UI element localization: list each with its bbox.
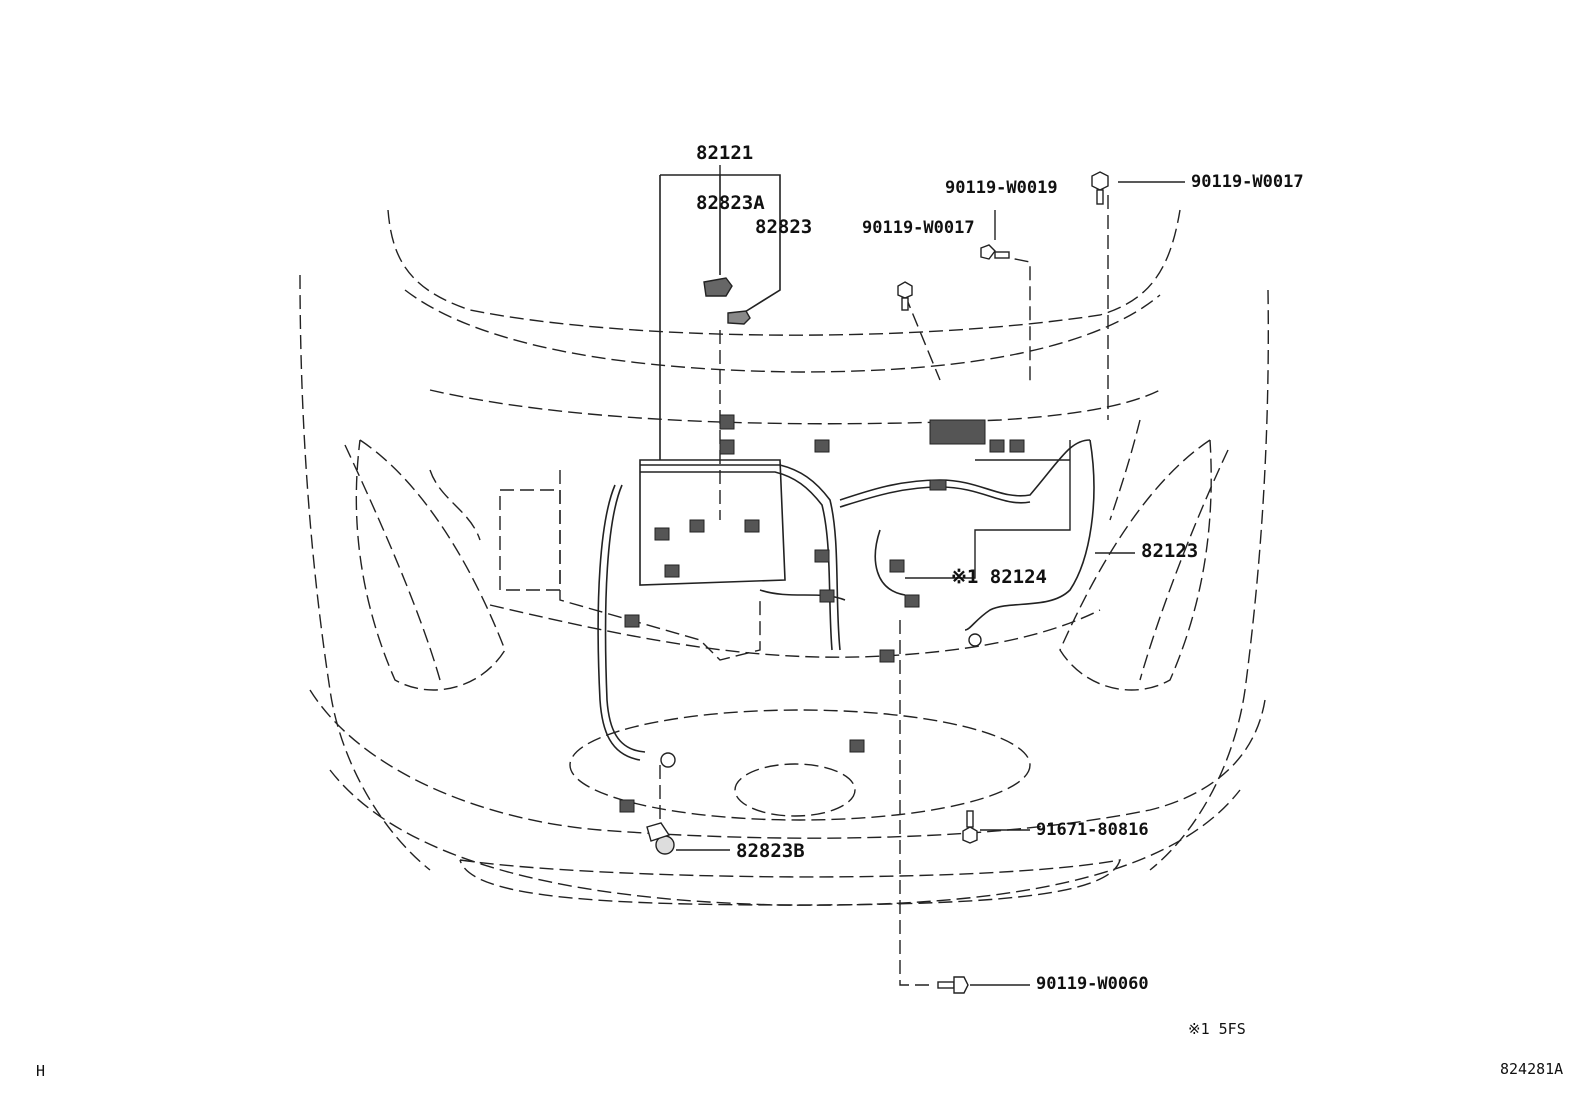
connector bbox=[719, 414, 735, 430]
harness-main-left-2 bbox=[604, 484, 646, 753]
harness-82124 bbox=[874, 529, 906, 596]
headlight-left bbox=[355, 439, 506, 691]
bolt-icon bbox=[962, 810, 978, 844]
connector bbox=[849, 739, 865, 753]
bumper-upper bbox=[309, 689, 1266, 839]
harness-front bbox=[759, 589, 846, 601]
hood-inner bbox=[404, 289, 1161, 373]
callout-82123[interactable]: 82123 bbox=[1141, 540, 1199, 562]
connector bbox=[904, 594, 920, 608]
relay-box-outline bbox=[639, 459, 786, 586]
fuse-block bbox=[929, 419, 986, 445]
connector bbox=[889, 559, 905, 573]
diagram-id: 824281A bbox=[1500, 1060, 1564, 1078]
corner-label: H bbox=[36, 1062, 46, 1080]
intake-oval bbox=[734, 763, 856, 817]
connector bbox=[1009, 439, 1025, 453]
fender-right-inner bbox=[1139, 449, 1229, 681]
strut-right bbox=[1109, 419, 1141, 521]
harness-top bbox=[640, 464, 841, 651]
headlight-right bbox=[1059, 439, 1212, 691]
callout-82823B[interactable]: 82823B bbox=[736, 840, 805, 862]
clip-82823A-icon bbox=[703, 277, 733, 297]
grille-lower bbox=[459, 859, 1121, 906]
clip-82823-icon bbox=[727, 310, 751, 325]
connector bbox=[814, 549, 830, 563]
fender-left-inner bbox=[344, 444, 441, 681]
connector bbox=[744, 519, 760, 533]
strut-left bbox=[429, 469, 481, 541]
callout-90119-W0019[interactable]: 90119-W0019 bbox=[945, 178, 1058, 198]
bolt-icon bbox=[980, 244, 1010, 260]
fog-area bbox=[569, 709, 1031, 821]
callout-90119-W0017-mid[interactable]: 90119-W0017 bbox=[862, 218, 975, 238]
callout-82823A[interactable]: 82823A bbox=[696, 192, 765, 214]
connector bbox=[624, 614, 640, 628]
bolt-icon bbox=[897, 281, 913, 311]
leader-90119-W0019 bbox=[994, 254, 1031, 385]
hood-outline bbox=[387, 209, 1181, 336]
clip-82823B-icon bbox=[646, 822, 675, 855]
leader-line bbox=[905, 440, 1071, 579]
harness-top-2 bbox=[640, 471, 833, 651]
connector bbox=[664, 564, 680, 578]
harness-main-left bbox=[597, 484, 641, 761]
callout-82121[interactable]: 82121 bbox=[696, 142, 754, 164]
bolt-icon bbox=[1091, 171, 1109, 205]
callout-90119-W0017-top[interactable]: 90119-W0017 bbox=[1191, 172, 1304, 192]
fender-right bbox=[1149, 289, 1270, 871]
footnote: ※1 5FS bbox=[1188, 1020, 1246, 1038]
leader-90119-W0060 bbox=[899, 620, 930, 986]
connector bbox=[929, 479, 947, 491]
connector bbox=[989, 439, 1005, 453]
connector bbox=[654, 527, 670, 541]
ground-ring bbox=[968, 633, 982, 647]
callout-91671-80816[interactable]: 91671-80816 bbox=[1036, 820, 1149, 840]
connector bbox=[689, 519, 705, 533]
callout-82823[interactable]: 82823 bbox=[755, 216, 813, 238]
harness-82123 bbox=[964, 439, 1095, 631]
connector bbox=[879, 649, 895, 663]
fender-left bbox=[299, 274, 431, 871]
leader-90119-W0017-mid bbox=[904, 294, 941, 381]
connector bbox=[814, 439, 830, 453]
engine-block bbox=[559, 470, 761, 661]
cowl bbox=[429, 389, 1161, 425]
connector bbox=[819, 589, 835, 603]
bolt-icon bbox=[937, 976, 969, 994]
callout-82124[interactable]: ※1 82124 bbox=[951, 566, 1047, 588]
radiator-support bbox=[489, 604, 1101, 658]
ground-ring bbox=[660, 752, 676, 768]
harness-right bbox=[839, 439, 1091, 501]
battery-box bbox=[499, 489, 561, 591]
callout-90119-W0060[interactable]: 90119-W0060 bbox=[1036, 974, 1149, 994]
connector bbox=[619, 799, 635, 813]
connector bbox=[719, 439, 735, 455]
